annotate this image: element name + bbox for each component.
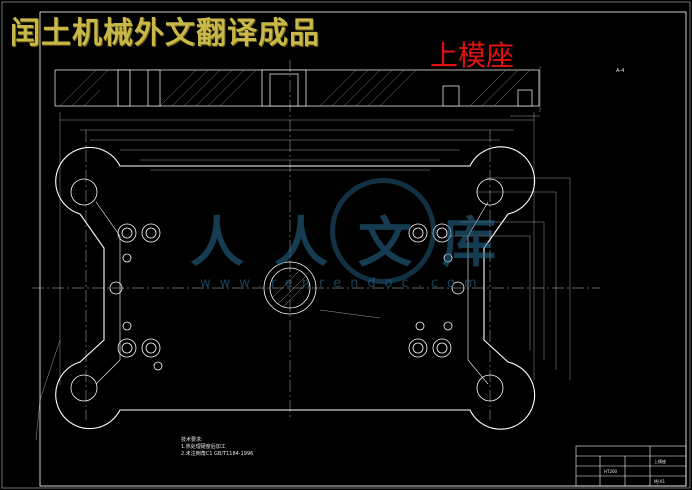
notes-line-1: 1.热处理硬度后加工	[181, 444, 226, 450]
notes-line-2: 2.未注倒角C1 GB/T1184-1996	[181, 451, 254, 457]
hole-hatching	[271, 269, 309, 307]
section-view	[54, 66, 541, 117]
title-block	[575, 445, 687, 487]
technical-notes: 技术要求: 1.热处理硬度后加工 2.未注倒角C1 GB/T1184-1996	[181, 437, 253, 458]
banner-title: 闰土机械外文翻译成品	[10, 16, 320, 51]
holes	[70, 178, 504, 402]
drawing-frame-inner	[39, 11, 687, 487]
plate-inner-line	[95, 201, 489, 385]
notes-heading: 技术要求:	[181, 437, 203, 443]
plate-outline	[55, 146, 536, 430]
center-lines	[32, 60, 600, 420]
title-block-part-name: 上模座	[654, 459, 666, 464]
scale-label: A-4	[616, 68, 625, 74]
title-block-drawing-no: MJ-01	[654, 479, 666, 484]
drawing-name: 上模座	[430, 39, 515, 72]
title-block-material: HT200	[604, 469, 618, 474]
